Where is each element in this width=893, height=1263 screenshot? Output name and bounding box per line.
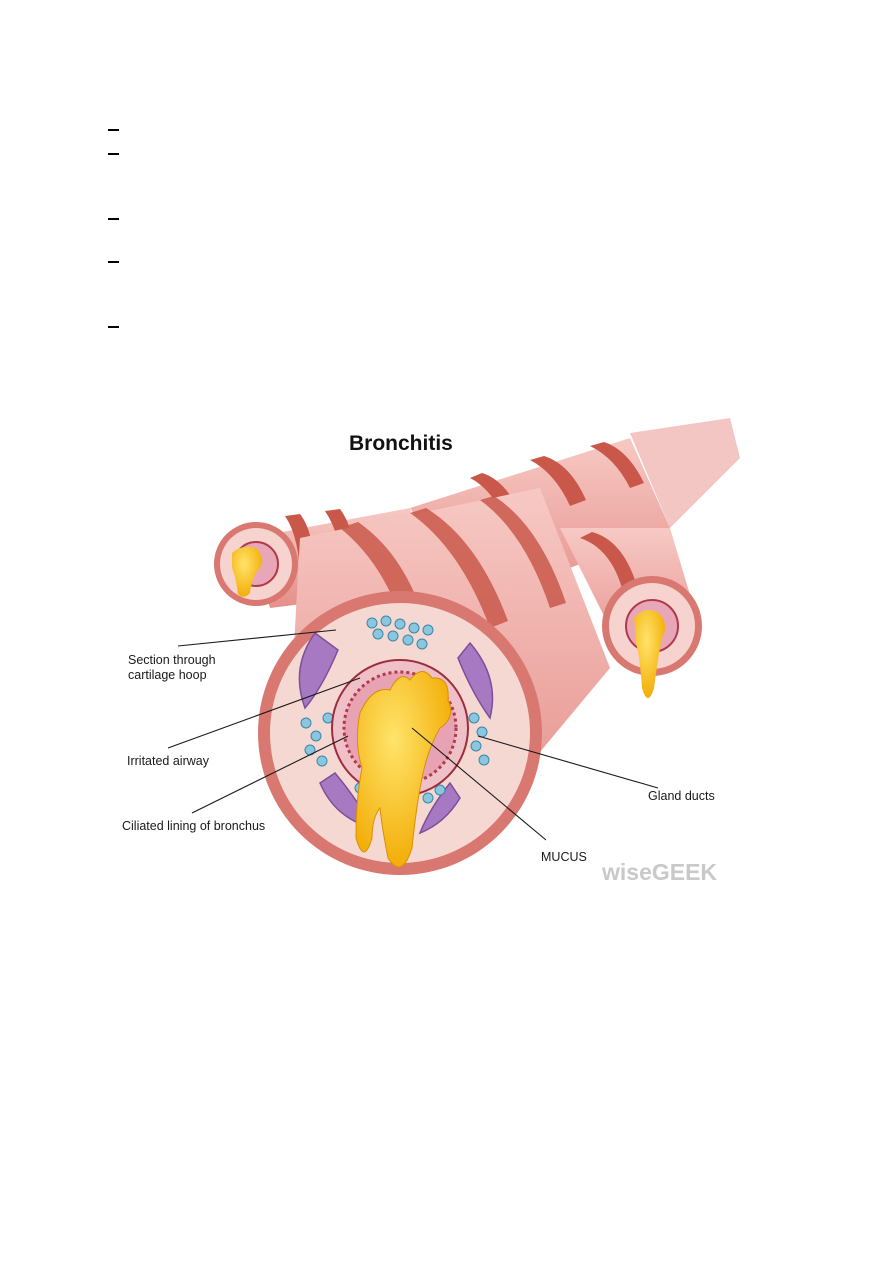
list-bullet-1 bbox=[108, 129, 119, 131]
list-bullet-2 bbox=[108, 153, 119, 155]
section-leader bbox=[177, 629, 337, 647]
section-label-line1: Section through bbox=[128, 653, 216, 667]
figure-title: Bronchitis bbox=[349, 432, 453, 455]
gland-label: Gland ducts bbox=[648, 789, 715, 803]
ciliated-label: Ciliated lining of bronchus bbox=[122, 819, 265, 833]
gland-leader bbox=[477, 735, 659, 789]
bronchitis-illustration: Bronchitis Section through cartilage hoo… bbox=[110, 418, 740, 888]
bronchitis-diagram: Bronchitis Section through cartilage hoo… bbox=[110, 418, 740, 888]
mucus-leader bbox=[411, 727, 547, 841]
cross-section bbox=[258, 591, 542, 875]
mucus-label: MUCUS bbox=[541, 850, 587, 864]
watermark-logo: wiseGEEK bbox=[601, 859, 717, 885]
right-bronchus bbox=[560, 528, 702, 698]
irritated-label: Irritated airway bbox=[127, 754, 210, 768]
list-bullet-3 bbox=[108, 218, 119, 220]
list-bullet-5 bbox=[108, 326, 119, 328]
list-bullet-4 bbox=[108, 261, 119, 263]
section-label-line2: cartilage hoop bbox=[128, 668, 207, 682]
irritated-leader bbox=[167, 677, 361, 749]
ciliated-leader bbox=[191, 735, 349, 814]
